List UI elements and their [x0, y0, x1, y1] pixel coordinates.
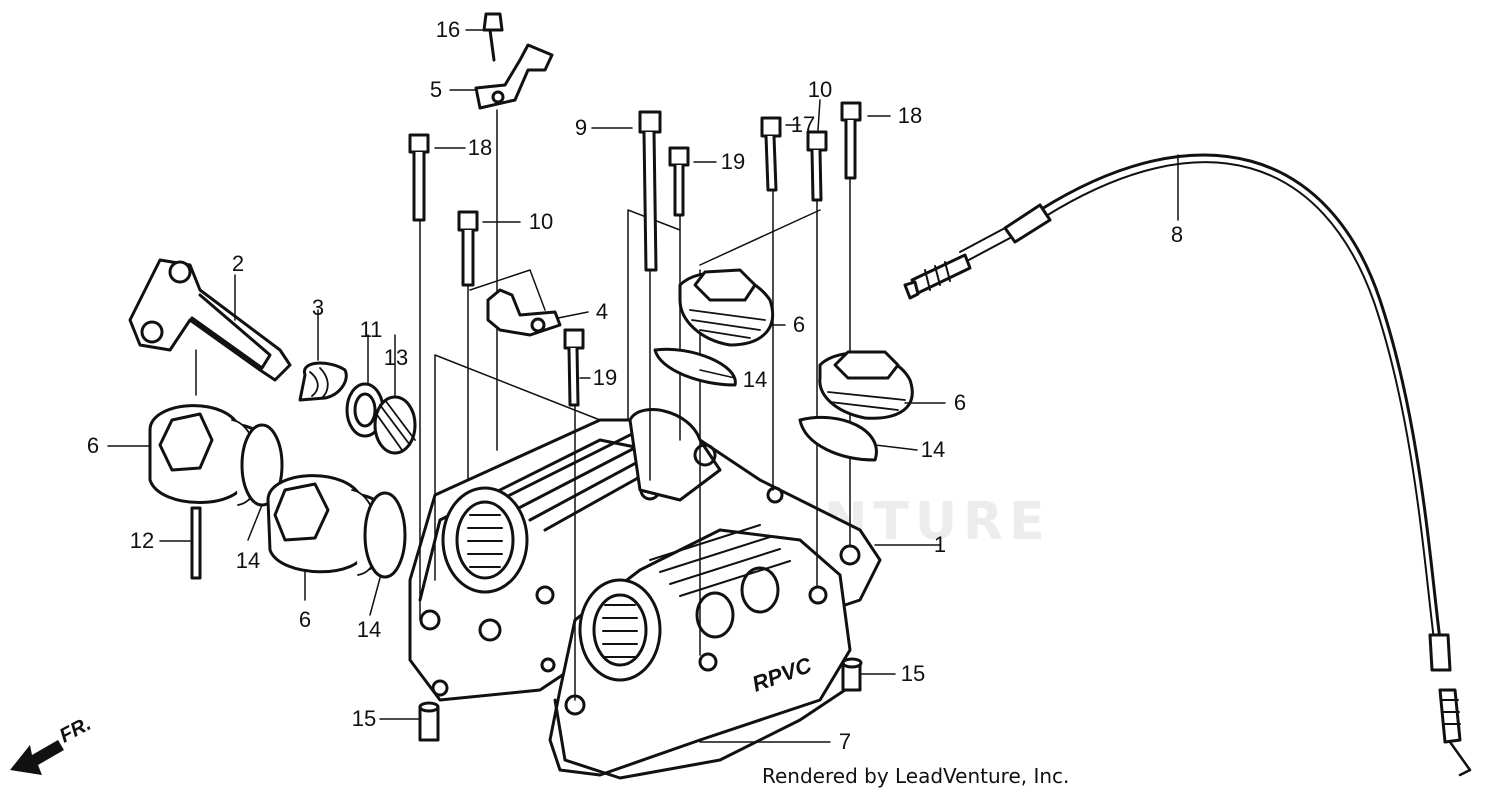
part-number-6-lower-right: 6 [953, 390, 967, 415]
part-number-9: 9 [574, 115, 588, 140]
part-number-19-upper: 19 [720, 149, 746, 174]
decompressor-parts [128, 258, 417, 580]
brackets [474, 43, 562, 337]
part-number-3: 3 [311, 295, 325, 320]
part-number-14-lower-right: 14 [920, 437, 946, 462]
part-number-15-left: 15 [351, 706, 377, 731]
part-number-10-left: 10 [528, 209, 554, 234]
bolts [408, 12, 862, 407]
render-credit: Rendered by LeadVenture, Inc. [762, 764, 1070, 788]
part-number-13: 13 [383, 345, 409, 370]
control-cable [903, 153, 1472, 777]
adjuster-caps [148, 268, 914, 579]
part-number-14-left-upper: 14 [235, 548, 261, 573]
part-number-2: 2 [231, 251, 245, 276]
part-number-8: 8 [1170, 222, 1184, 247]
part-number-14-left-lower: 14 [356, 617, 382, 642]
part-number-18-left: 18 [467, 135, 493, 160]
part-number-7: 7 [838, 729, 852, 754]
part-number-14-upper-right: 14 [742, 367, 768, 392]
part-number-12: 12 [129, 528, 155, 553]
part-number-1: 1 [933, 532, 947, 557]
part-number-19-lower: 19 [592, 365, 618, 390]
part-number-10-right: 10 [807, 77, 833, 102]
rear-head-cover [408, 408, 882, 702]
leader-lines [195, 109, 1179, 743]
part-number-18-right: 18 [897, 103, 923, 128]
part-number-6-left-lower: 6 [298, 607, 312, 632]
part-number-15-right: 15 [900, 661, 926, 686]
part-number-11: 11 [359, 317, 383, 342]
part-number-6-left-upper: 6 [86, 433, 100, 458]
part-number-5: 5 [429, 77, 443, 102]
dowel-pins [418, 657, 863, 742]
part-number-6-upper-right: 6 [792, 312, 806, 337]
part-number-16: 16 [435, 17, 461, 42]
part-number-17: 17 [790, 112, 816, 137]
part-number-4: 4 [595, 299, 609, 324]
label-leaders [107, 29, 946, 720]
front-arrow-icon [10, 740, 64, 775]
